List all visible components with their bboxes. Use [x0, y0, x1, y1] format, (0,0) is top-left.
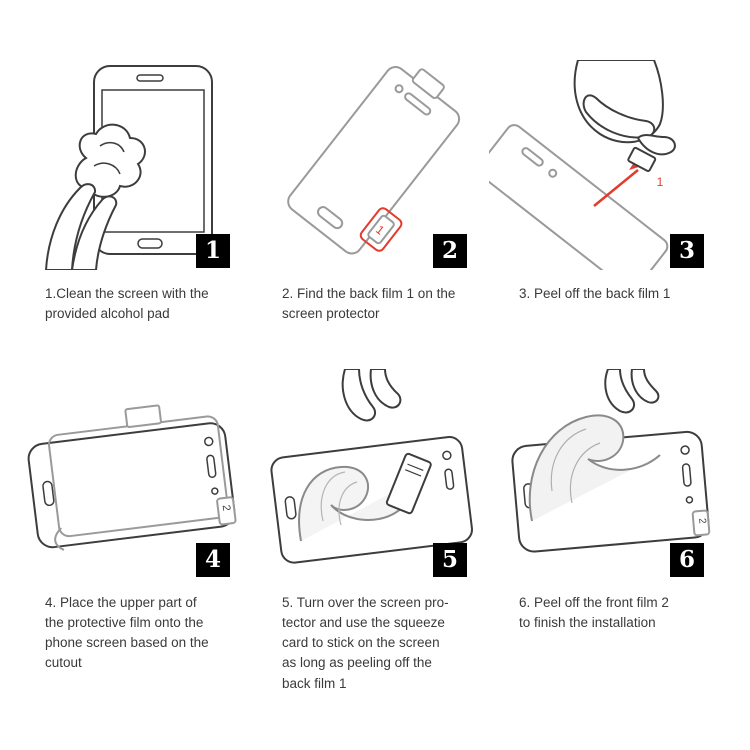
film-top-tab	[124, 404, 162, 428]
hand	[44, 183, 118, 270]
front-film-tab-label: 2	[696, 517, 707, 524]
front-film-tab	[691, 509, 711, 536]
hand	[341, 368, 402, 421]
step-1: 1 1.Clean the screen with the provided a…	[15, 60, 252, 325]
step-number-badge: 1	[196, 234, 230, 268]
screen-protector-film	[287, 66, 461, 255]
step-caption: 4. Place the upper part of the protectiv…	[45, 594, 209, 671]
step-3: 1 3 3. Peel off the back film 1	[489, 60, 726, 325]
step-number-badge: 5	[433, 542, 467, 577]
step-caption: 2. Find the back film 1 on the screen pr…	[282, 286, 456, 322]
folded-back-film	[298, 465, 426, 541]
step-caption: 3. Peel off the back film 1	[519, 286, 671, 301]
step-6-illustration: 2 6	[489, 368, 726, 579]
peel-direction-arrow	[593, 169, 639, 207]
step-caption: 6. Peel off the front film 2 to finish t…	[519, 594, 669, 630]
front-film-tab-label: 2	[220, 504, 233, 512]
steps-grid: 1 1.Clean the screen with the provided a…	[15, 60, 726, 694]
step-4: 2 4 4. Place the upper part of the prote…	[15, 369, 252, 694]
peel-back-film-illustration: 1	[489, 60, 676, 270]
front-film-tab	[216, 495, 237, 525]
screen-protector-film	[489, 124, 669, 270]
clean-screen-illustration	[44, 65, 213, 270]
peel-front-film-illustration: 2	[511, 368, 711, 553]
find-back-film-illustration: 1	[287, 66, 461, 255]
film-tab	[627, 146, 657, 172]
hand	[573, 60, 676, 172]
step-number-badge: 3	[670, 234, 704, 268]
squeeze-card-illustration	[270, 368, 473, 564]
step-caption: 1.Clean the screen with the provided alc…	[45, 286, 209, 322]
step-4-illustration: 2 4	[15, 369, 252, 579]
back-film-tab-label: 1	[657, 175, 664, 189]
step-number-badge: 2	[433, 234, 467, 268]
place-film-illustration: 2	[27, 404, 237, 551]
step-5: 5 5. Turn over the screen pro- tector an…	[252, 368, 489, 694]
hand	[604, 368, 660, 413]
protective-film: 2	[48, 404, 237, 551]
squeeze-card	[385, 452, 432, 514]
step-2: 1 2 2. Find the back film 1 on the scree…	[252, 60, 489, 325]
step-number-badge: 6	[670, 542, 704, 577]
step-3-illustration: 1 3	[489, 60, 726, 270]
step-caption: 5. Turn over the screen pro- tector and …	[282, 594, 449, 691]
step-5-illustration: 5	[252, 368, 489, 579]
peeling-front-film	[528, 414, 661, 521]
phone-outline	[27, 421, 236, 548]
step-1-illustration: 1	[15, 60, 252, 270]
step-2-illustration: 1 2	[252, 60, 489, 270]
film-lifted-corner	[54, 526, 65, 551]
step-6: 2 6 6. Peel off the front film 2 to fini…	[489, 368, 726, 694]
step-number-badge: 4	[196, 542, 230, 577]
